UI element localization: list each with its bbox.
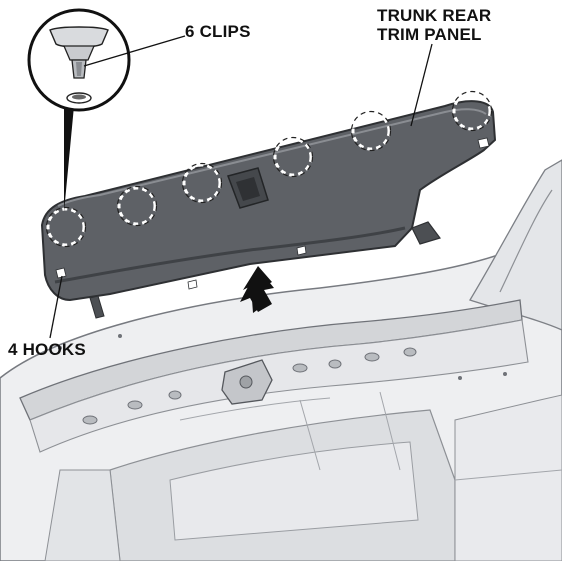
trim-panel-label-line2: TRIM PANEL	[377, 25, 482, 44]
clip-marker-1	[46, 207, 86, 247]
hooks-label: 4 HOOKS	[8, 340, 86, 359]
leader-lines	[49, 35, 433, 339]
trim-panel-label: TRUNK REAR TRIM PANEL	[377, 6, 491, 44]
hook-2	[187, 279, 198, 290]
clip-markers	[46, 91, 492, 247]
clip-marker-5	[351, 111, 391, 151]
trim-panel-label-line1: TRUNK REAR	[377, 6, 492, 25]
clip-detail-callout	[27, 8, 131, 212]
clip-icon	[49, 26, 109, 104]
hook-1	[55, 267, 67, 279]
trunk-body	[0, 159, 562, 561]
clip-marker-6	[452, 91, 492, 131]
up-arrow-icon	[240, 266, 274, 313]
hook-4	[477, 137, 490, 149]
clip-marker-3	[182, 163, 222, 203]
clip-marker-4	[273, 137, 313, 177]
clips-label: 6 CLIPS	[185, 22, 251, 41]
trim-panel	[40, 100, 497, 319]
clip-marker-2	[117, 186, 157, 226]
hook-3	[296, 245, 307, 256]
